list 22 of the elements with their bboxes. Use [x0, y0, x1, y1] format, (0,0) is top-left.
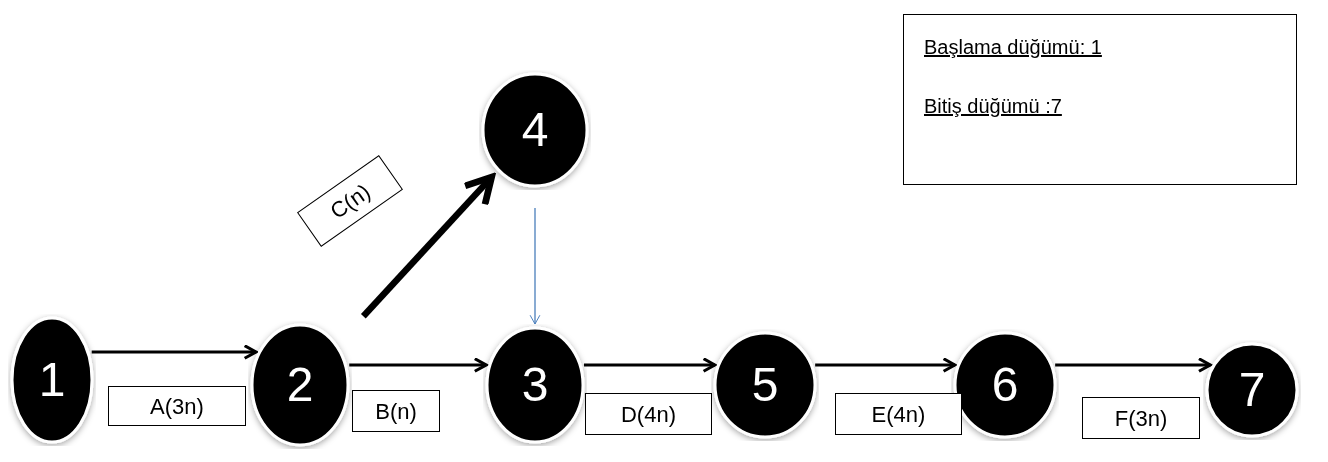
arrow	[91, 344, 258, 360]
edge-label: B(n)	[352, 390, 440, 432]
node-number: 6	[991, 361, 1019, 409]
info-box	[903, 14, 1297, 185]
info-text: Bitiş düğümü :7	[924, 94, 1062, 119]
arrow	[1055, 357, 1212, 373]
edge-label: E(4n)	[835, 393, 962, 435]
edge-label: D(4n)	[585, 393, 712, 435]
arrow	[360, 173, 495, 319]
node-number: 1	[38, 356, 66, 404]
node-number: 2	[286, 361, 314, 409]
edge-label: F(3n)	[1082, 397, 1200, 439]
edge-label: A(3n)	[108, 386, 246, 426]
info-text: Başlama düğümü: 1	[924, 35, 1102, 60]
edge-label: C(n)	[297, 155, 403, 247]
arrow	[583, 357, 717, 373]
node-number: 3	[521, 361, 549, 409]
node-number: 5	[751, 361, 779, 409]
arrow	[815, 357, 957, 373]
node-number: 7	[1238, 366, 1266, 414]
arrow	[349, 357, 488, 373]
node-number: 4	[521, 106, 549, 154]
